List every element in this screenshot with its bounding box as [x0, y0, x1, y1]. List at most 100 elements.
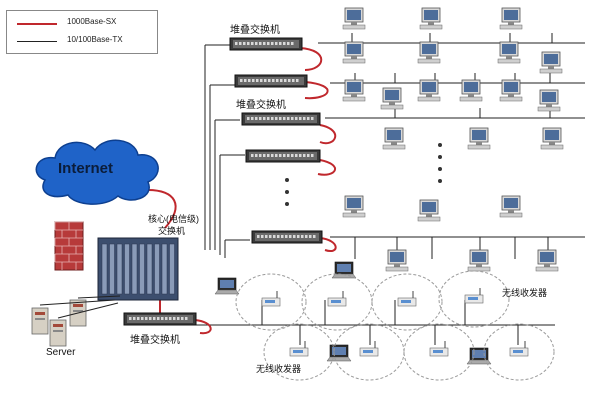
stack-switch-3-port [283, 117, 286, 120]
stack-switch-3-port [291, 117, 294, 120]
core-switch [97, 237, 179, 301]
pc-base [382, 144, 406, 150]
wireless-access-point [261, 291, 281, 307]
stack-switch-5-port [305, 235, 308, 238]
server-link [39, 299, 116, 306]
stack-switch-3-port [259, 117, 262, 120]
monitor-stand [389, 102, 395, 105]
wireless-coverage-ring [403, 323, 475, 381]
stack-switch-3-port [255, 117, 258, 120]
monitor-screen [347, 198, 361, 208]
stack-switch-1-port [279, 42, 282, 45]
stack-switch-1-port [287, 42, 290, 45]
desktop-pc [342, 41, 366, 64]
stack-switch-3-port [299, 117, 302, 120]
monitor-stand [391, 142, 397, 145]
pc-base [499, 96, 523, 102]
stack-switch-2-port [256, 79, 259, 82]
desktop-pc [535, 249, 559, 272]
laptop-display [337, 264, 351, 272]
desktop-pc [342, 195, 366, 218]
stack-switch-5-port [289, 235, 292, 238]
stack-switch-label-top: 堆叠交换机 [230, 25, 280, 36]
ap-light [513, 350, 523, 353]
monitor-stand [426, 94, 432, 97]
stack-switch-3-port [267, 117, 270, 120]
monitor-screen [464, 82, 478, 92]
stack-switch-4-port [303, 154, 306, 157]
core-switch-card [131, 243, 138, 295]
stack-switch-5 [251, 230, 323, 244]
stack-switch-6-port [153, 317, 156, 320]
core-switch-label-2: 交换机 [158, 226, 186, 236]
wireless-access-point [397, 291, 417, 307]
stack-switch-1-port [275, 42, 278, 45]
monitor-screen [422, 44, 436, 54]
core-switch-card [109, 243, 115, 295]
wireless-coverage-ring [263, 323, 335, 381]
stack-switch-4-port [311, 154, 314, 157]
monitor-stand [549, 142, 555, 145]
stack-switch-1-port [235, 42, 238, 45]
stack-switch-5-port [269, 235, 272, 238]
ellipsis-dot [285, 190, 289, 194]
wireless-receiver-label-bottom: 无线收发器 [256, 364, 302, 374]
monitor-screen [544, 54, 558, 64]
monitor-stand [426, 56, 432, 59]
stack-switch-4-port [287, 154, 290, 157]
stack-switch-5-port [277, 235, 280, 238]
monitor-stand [508, 94, 514, 97]
stack-switch-2-port [284, 79, 287, 82]
ap-light [468, 297, 478, 300]
ap-light [293, 350, 303, 353]
desktop-pc [467, 127, 491, 150]
stack-switch-1-panel [233, 40, 299, 48]
stack-switch-5-port [265, 235, 268, 238]
stack-switch-5-port [261, 235, 264, 238]
monitor-stand [548, 66, 554, 69]
monitor-screen [422, 82, 436, 92]
laptop [466, 347, 492, 365]
monitor-screen [542, 92, 556, 102]
stack-switch-6-port [181, 317, 184, 320]
stack-switch-5-port [273, 235, 276, 238]
stack-switch-4 [245, 149, 321, 163]
stack-switch-5-port [257, 235, 260, 238]
desktop-pc [417, 79, 441, 102]
server-bay [73, 304, 83, 307]
stack-switch-6-port [161, 317, 164, 320]
stack-switch-5-port [301, 235, 304, 238]
desktop-pc [417, 199, 441, 222]
laptop-keyboard [214, 289, 240, 295]
pc-base [537, 106, 561, 112]
monitor-screen [347, 82, 361, 92]
monitor-screen [545, 130, 559, 140]
stack-switch-4-port [251, 154, 254, 157]
stack-switch-2-port [292, 79, 295, 82]
monitor-screen [540, 252, 554, 262]
internet-label: Internet [58, 160, 114, 177]
stack-switch-1-port [255, 42, 258, 45]
pc-base [417, 96, 441, 102]
wireless-access-point [327, 291, 347, 307]
monitor-stand [351, 210, 357, 213]
fiber-loop-6 [194, 319, 212, 335]
stack-switch-2-port [268, 79, 271, 82]
pc-base [417, 216, 441, 222]
pc-base [540, 144, 564, 150]
server-tower [31, 307, 49, 335]
stack-switch-6-port [141, 317, 144, 320]
monitor-stand [508, 210, 514, 213]
wireless-coverage-ring [333, 323, 405, 381]
monitor-screen [472, 252, 486, 262]
stack-switch-5-port [281, 235, 284, 238]
desktop-pc [419, 7, 443, 30]
desktop-pc [497, 41, 521, 64]
desktop-pc [467, 249, 491, 272]
wireless-access-point [429, 341, 449, 357]
stack-switch-3-port [303, 117, 306, 120]
stack-switch-4-port [267, 154, 270, 157]
pc-base [459, 96, 483, 102]
stack-switch-3-port [271, 117, 274, 120]
core-switch-card [154, 243, 160, 295]
